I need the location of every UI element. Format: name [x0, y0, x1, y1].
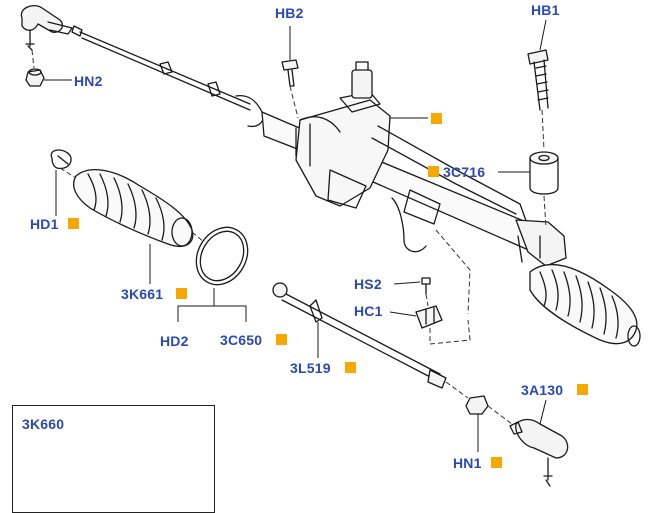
label-hb2: HB2	[275, 5, 304, 21]
label-hn2: HN2	[74, 73, 103, 89]
leader-hb1	[539, 19, 547, 51]
bellows-boot-right	[529, 264, 641, 347]
screw-hs2	[421, 277, 431, 295]
label-3k660: 3K660	[22, 416, 65, 432]
clip-hd1	[50, 149, 72, 170]
label-hb1: HB1	[531, 2, 560, 18]
guide-line-hc1	[429, 319, 471, 345]
bellows-boot-left	[73, 169, 194, 247]
bolt-hb2	[281, 59, 299, 87]
guide-line-rack	[435, 229, 471, 315]
marker-hn1	[491, 457, 502, 468]
marker-3l519	[345, 362, 356, 373]
guide-line-hb1	[541, 109, 547, 229]
label-3a130: 3A130	[521, 382, 564, 398]
inner-tie-rod-3l519	[272, 282, 447, 389]
clip-hc1	[415, 305, 443, 329]
guide-line-hb2	[289, 85, 299, 119]
guide-line-hd1	[59, 167, 77, 179]
guide-line-hn1	[445, 381, 513, 425]
rack-housing	[261, 61, 567, 267]
marker-3a130	[577, 384, 588, 395]
bushing-3c716	[529, 151, 559, 195]
bolt-hb1	[527, 49, 549, 111]
marker-pinion	[431, 113, 442, 124]
leader-hc1	[389, 311, 417, 317]
nut-hn2	[25, 68, 45, 87]
leader-3a130	[539, 399, 547, 425]
label-hd2: HD2	[160, 333, 189, 349]
tie-rod-end-right	[509, 418, 569, 487]
nut-hn1	[465, 395, 489, 415]
inset-box-3k660	[12, 405, 215, 513]
label-3c716: 3C716	[443, 164, 486, 180]
label-3l519: 3L519	[290, 360, 331, 376]
leader-hs2	[393, 281, 421, 285]
label-hn1: HN1	[453, 455, 482, 471]
label-hc1: HC1	[354, 303, 383, 319]
guide-line-hs2	[425, 293, 429, 307]
clamp-ring-3c650	[195, 226, 249, 286]
tie-rod-end-left	[20, 4, 83, 51]
marker-3k661	[176, 288, 187, 299]
label-hd1: HD1	[30, 216, 59, 232]
label-hs2: HS2	[354, 276, 382, 292]
marker-3c716	[428, 166, 439, 177]
guide-line-hn2	[31, 49, 35, 69]
tie-rod-upper	[79, 31, 264, 128]
bracket-hd2-3c650	[177, 288, 247, 322]
guide-line-clamp	[191, 231, 205, 243]
marker-hd1	[68, 218, 79, 229]
label-3k661: 3K661	[121, 286, 164, 302]
marker-3c650	[276, 334, 287, 345]
label-3c650: 3C650	[220, 332, 263, 348]
